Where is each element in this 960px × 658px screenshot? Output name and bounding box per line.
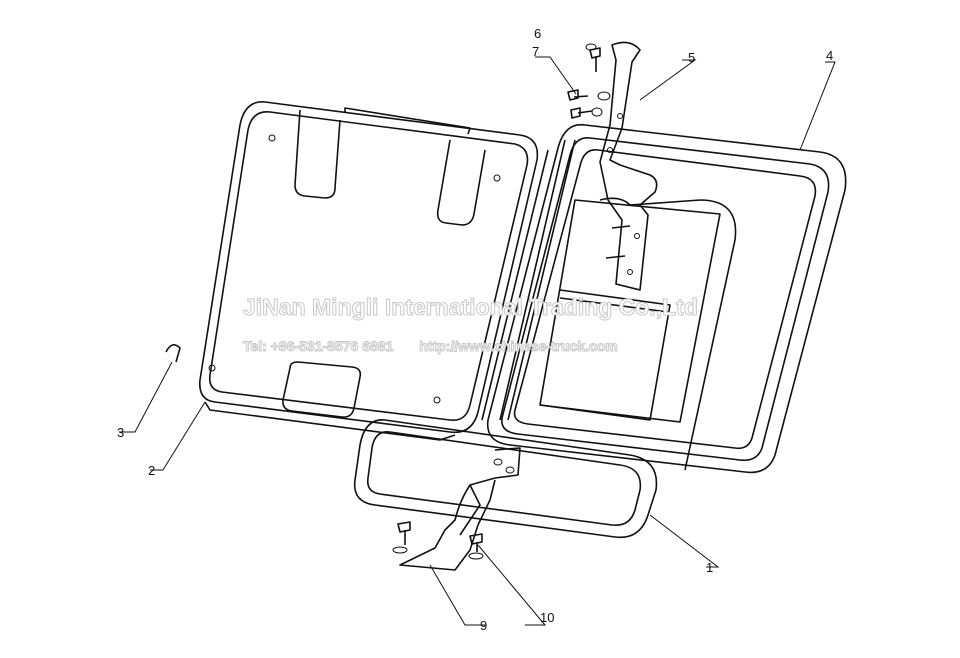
leader-lines	[119, 56, 836, 626]
callout-1: 1	[706, 560, 713, 575]
part-2-cover-panel	[198, 101, 539, 441]
watermark-url: http://www.chinese-truck.com	[419, 338, 619, 355]
callout-4: 4	[826, 48, 833, 63]
part-1-frame	[353, 197, 737, 539]
watermark-tel: Tel: +86-531-8576 6881	[242, 338, 394, 355]
callout-3: 3	[117, 425, 124, 440]
callout-10: 10	[540, 610, 554, 625]
watermark-company: JiNan Mingli International Trading Co.,L…	[243, 294, 699, 321]
part-5-upper-bracket	[599, 41, 658, 291]
part-10-bolt-washer	[392, 521, 484, 560]
callout-7: 7	[532, 44, 539, 59]
parts-6-7-bolts-washers	[567, 43, 631, 259]
callout-5: 5	[688, 50, 695, 65]
watermark-contact: Tel: +86-531-8576 6881 http://www.chines…	[242, 338, 640, 355]
callout-6: 6	[534, 26, 541, 41]
part-4-door-frame	[481, 123, 847, 474]
part-9-hinge-bracket	[399, 447, 521, 571]
part-3-clip	[165, 344, 181, 363]
callout-2: 2	[148, 463, 155, 478]
callout-9: 9	[480, 618, 487, 633]
